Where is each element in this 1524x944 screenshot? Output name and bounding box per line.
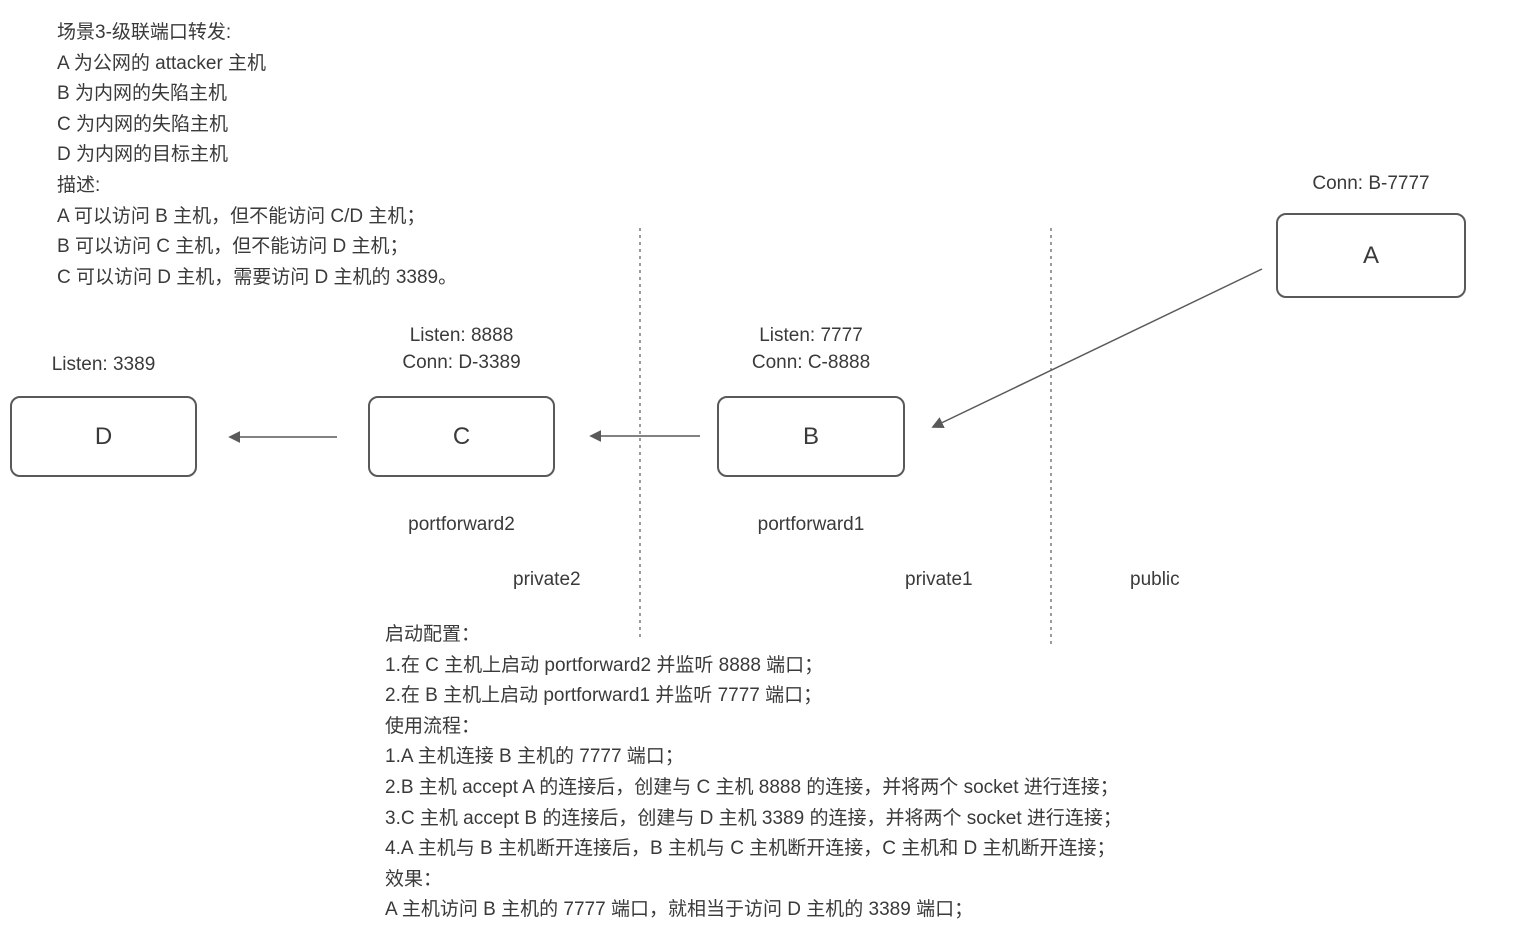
node-d: D (10, 396, 197, 477)
scenario-line: C 为内网的失陷主机 (57, 113, 229, 135)
node-b-annotation: Listen: 7777 Conn: C-8888 (717, 322, 905, 376)
arrow-a-to-b (931, 268, 1263, 428)
node-c-conn: Conn: D-3389 (402, 352, 521, 373)
scenario-description: 场景3-级联端口转发: A 为公网的 attacker 主机 B 为内网的失陷主… (57, 18, 457, 293)
zone-label-private1: private1 (905, 569, 973, 590)
notes-line: 使用流程： (385, 715, 481, 737)
node-b-conn: Conn: C-8888 (751, 352, 871, 373)
node-a-conn: Conn: B-7777 (1312, 173, 1430, 194)
node-a-annotation: Conn: B-7777 (1276, 170, 1466, 197)
notes-line: A 主机访问 B 主机的 7777 端口，就相当于访问 D 主机的 3389 端… (385, 899, 974, 921)
scenario-line: 场景3-级联端口转发: (57, 22, 232, 43)
scenario-line: D 为内网的目标主机 (57, 144, 229, 166)
notes-line: 2.B 主机 accept A 的连接后，创建与 C 主机 8888 的连接，并… (385, 776, 1119, 798)
node-d-listen: Listen: 3389 (51, 354, 156, 375)
portforward1-label: portforward1 (757, 514, 865, 535)
notes-text: 启动配置： 1.在 C 主机上启动 portforward2 并监听 8888 … (385, 620, 1122, 926)
node-c-label: C (452, 422, 471, 450)
notes-line: 3.C 主机 accept B 的连接后，创建与 D 主机 3389 的连接，并… (385, 807, 1122, 829)
scenario-line: C 可以访问 D 主机，需要访问 D 主机的 3389。 (57, 266, 458, 288)
notes-line: 效果： (385, 868, 443, 890)
node-b-listen: Listen: 7777 (759, 325, 863, 346)
node-d-annotation: Listen: 3389 (10, 351, 197, 378)
scenario-line: B 可以访问 C 主机，但不能访问 D 主机； (57, 236, 409, 258)
scenario-line: A 可以访问 B 主机，但不能访问 C/D 主机； (57, 205, 426, 227)
node-b: B (717, 396, 905, 477)
zone-label-public: public (1130, 569, 1180, 590)
node-b-label: B (802, 422, 819, 450)
notes-line: 1.在 C 主机上启动 portforward2 并监听 8888 端口； (385, 654, 824, 676)
scenario-line: 描述: (57, 174, 101, 196)
zone-label-private2: private2 (513, 569, 581, 590)
notes-line: 2.在 B 主机上启动 portforward1 并监听 7777 端口； (385, 685, 823, 707)
notes-line: 4.A 主机与 B 主机断开连接后，B 主机与 C 主机断开连接，C 主机和 D… (385, 838, 1116, 860)
scenario-line: B 为内网的失陷主机 (57, 83, 227, 105)
node-c: C (368, 396, 555, 477)
node-d-label: D (94, 422, 113, 450)
node-c-annotation: Listen: 8888 Conn: D-3389 (368, 322, 555, 376)
node-c-listen: Listen: 8888 (409, 325, 514, 346)
portforward2-label: portforward2 (408, 514, 515, 535)
notes-line: 启动配置： (385, 624, 481, 645)
node-a: A (1276, 213, 1466, 298)
notes-line: 1.A 主机连接 B 主机的 7777 端口； (385, 746, 684, 768)
scenario-line: A 为公网的 attacker 主机 (57, 52, 267, 74)
node-a-label: A (1362, 241, 1379, 269)
